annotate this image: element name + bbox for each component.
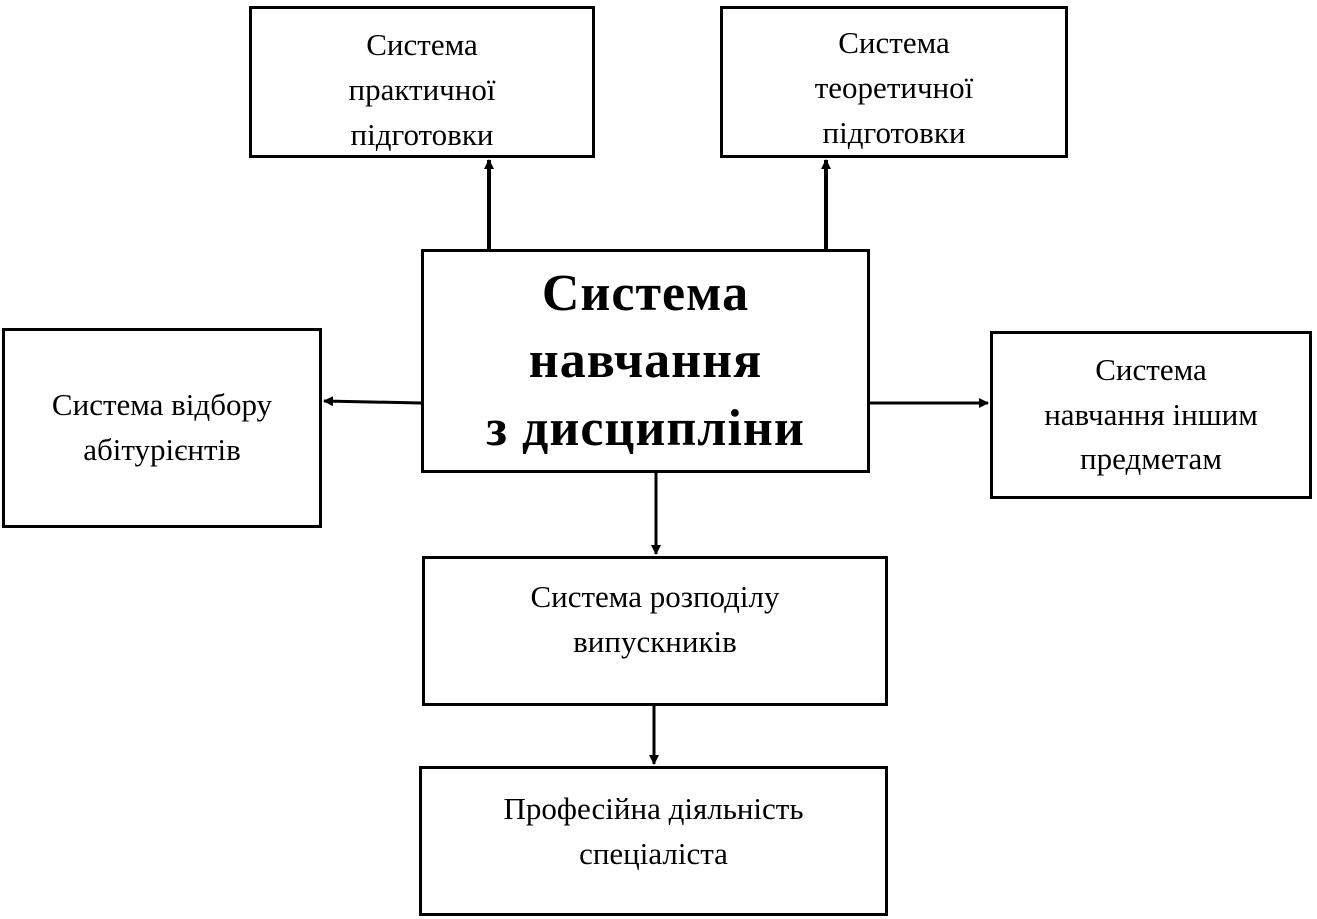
node-theoretical-training-label: Система теоретичної підготовки bbox=[814, 25, 974, 150]
arrow-center-to-selection bbox=[323, 396, 422, 407]
node-other-subjects-label: Система навчання іншим предметам bbox=[1044, 351, 1258, 477]
node-graduate-distribution: Система розподілу випускників bbox=[422, 556, 888, 706]
node-discipline-learning-system-label: Система навчання з дисципліни bbox=[486, 264, 805, 457]
node-discipline-learning-system: Система навчання з дисципліни bbox=[421, 249, 870, 473]
node-applicant-selection-label: Система відбору абітурієнтів bbox=[51, 387, 273, 467]
node-other-subjects: Система навчання іншим предметам bbox=[990, 331, 1312, 499]
node-practical-training-label: Система практичної підготовки bbox=[348, 27, 496, 152]
node-theoretical-training: Система теоретичної підготовки bbox=[720, 6, 1068, 158]
node-applicant-selection: Система відбору абітурієнтів bbox=[2, 328, 322, 528]
node-professional-activity: Професійна діяльність спеціаліста bbox=[419, 766, 888, 916]
node-graduate-distribution-label: Система розподілу випускників bbox=[530, 579, 780, 659]
node-professional-activity-label: Професійна діяльність спеціаліста bbox=[503, 791, 804, 871]
node-practical-training: Система практичної підготовки bbox=[249, 6, 595, 158]
